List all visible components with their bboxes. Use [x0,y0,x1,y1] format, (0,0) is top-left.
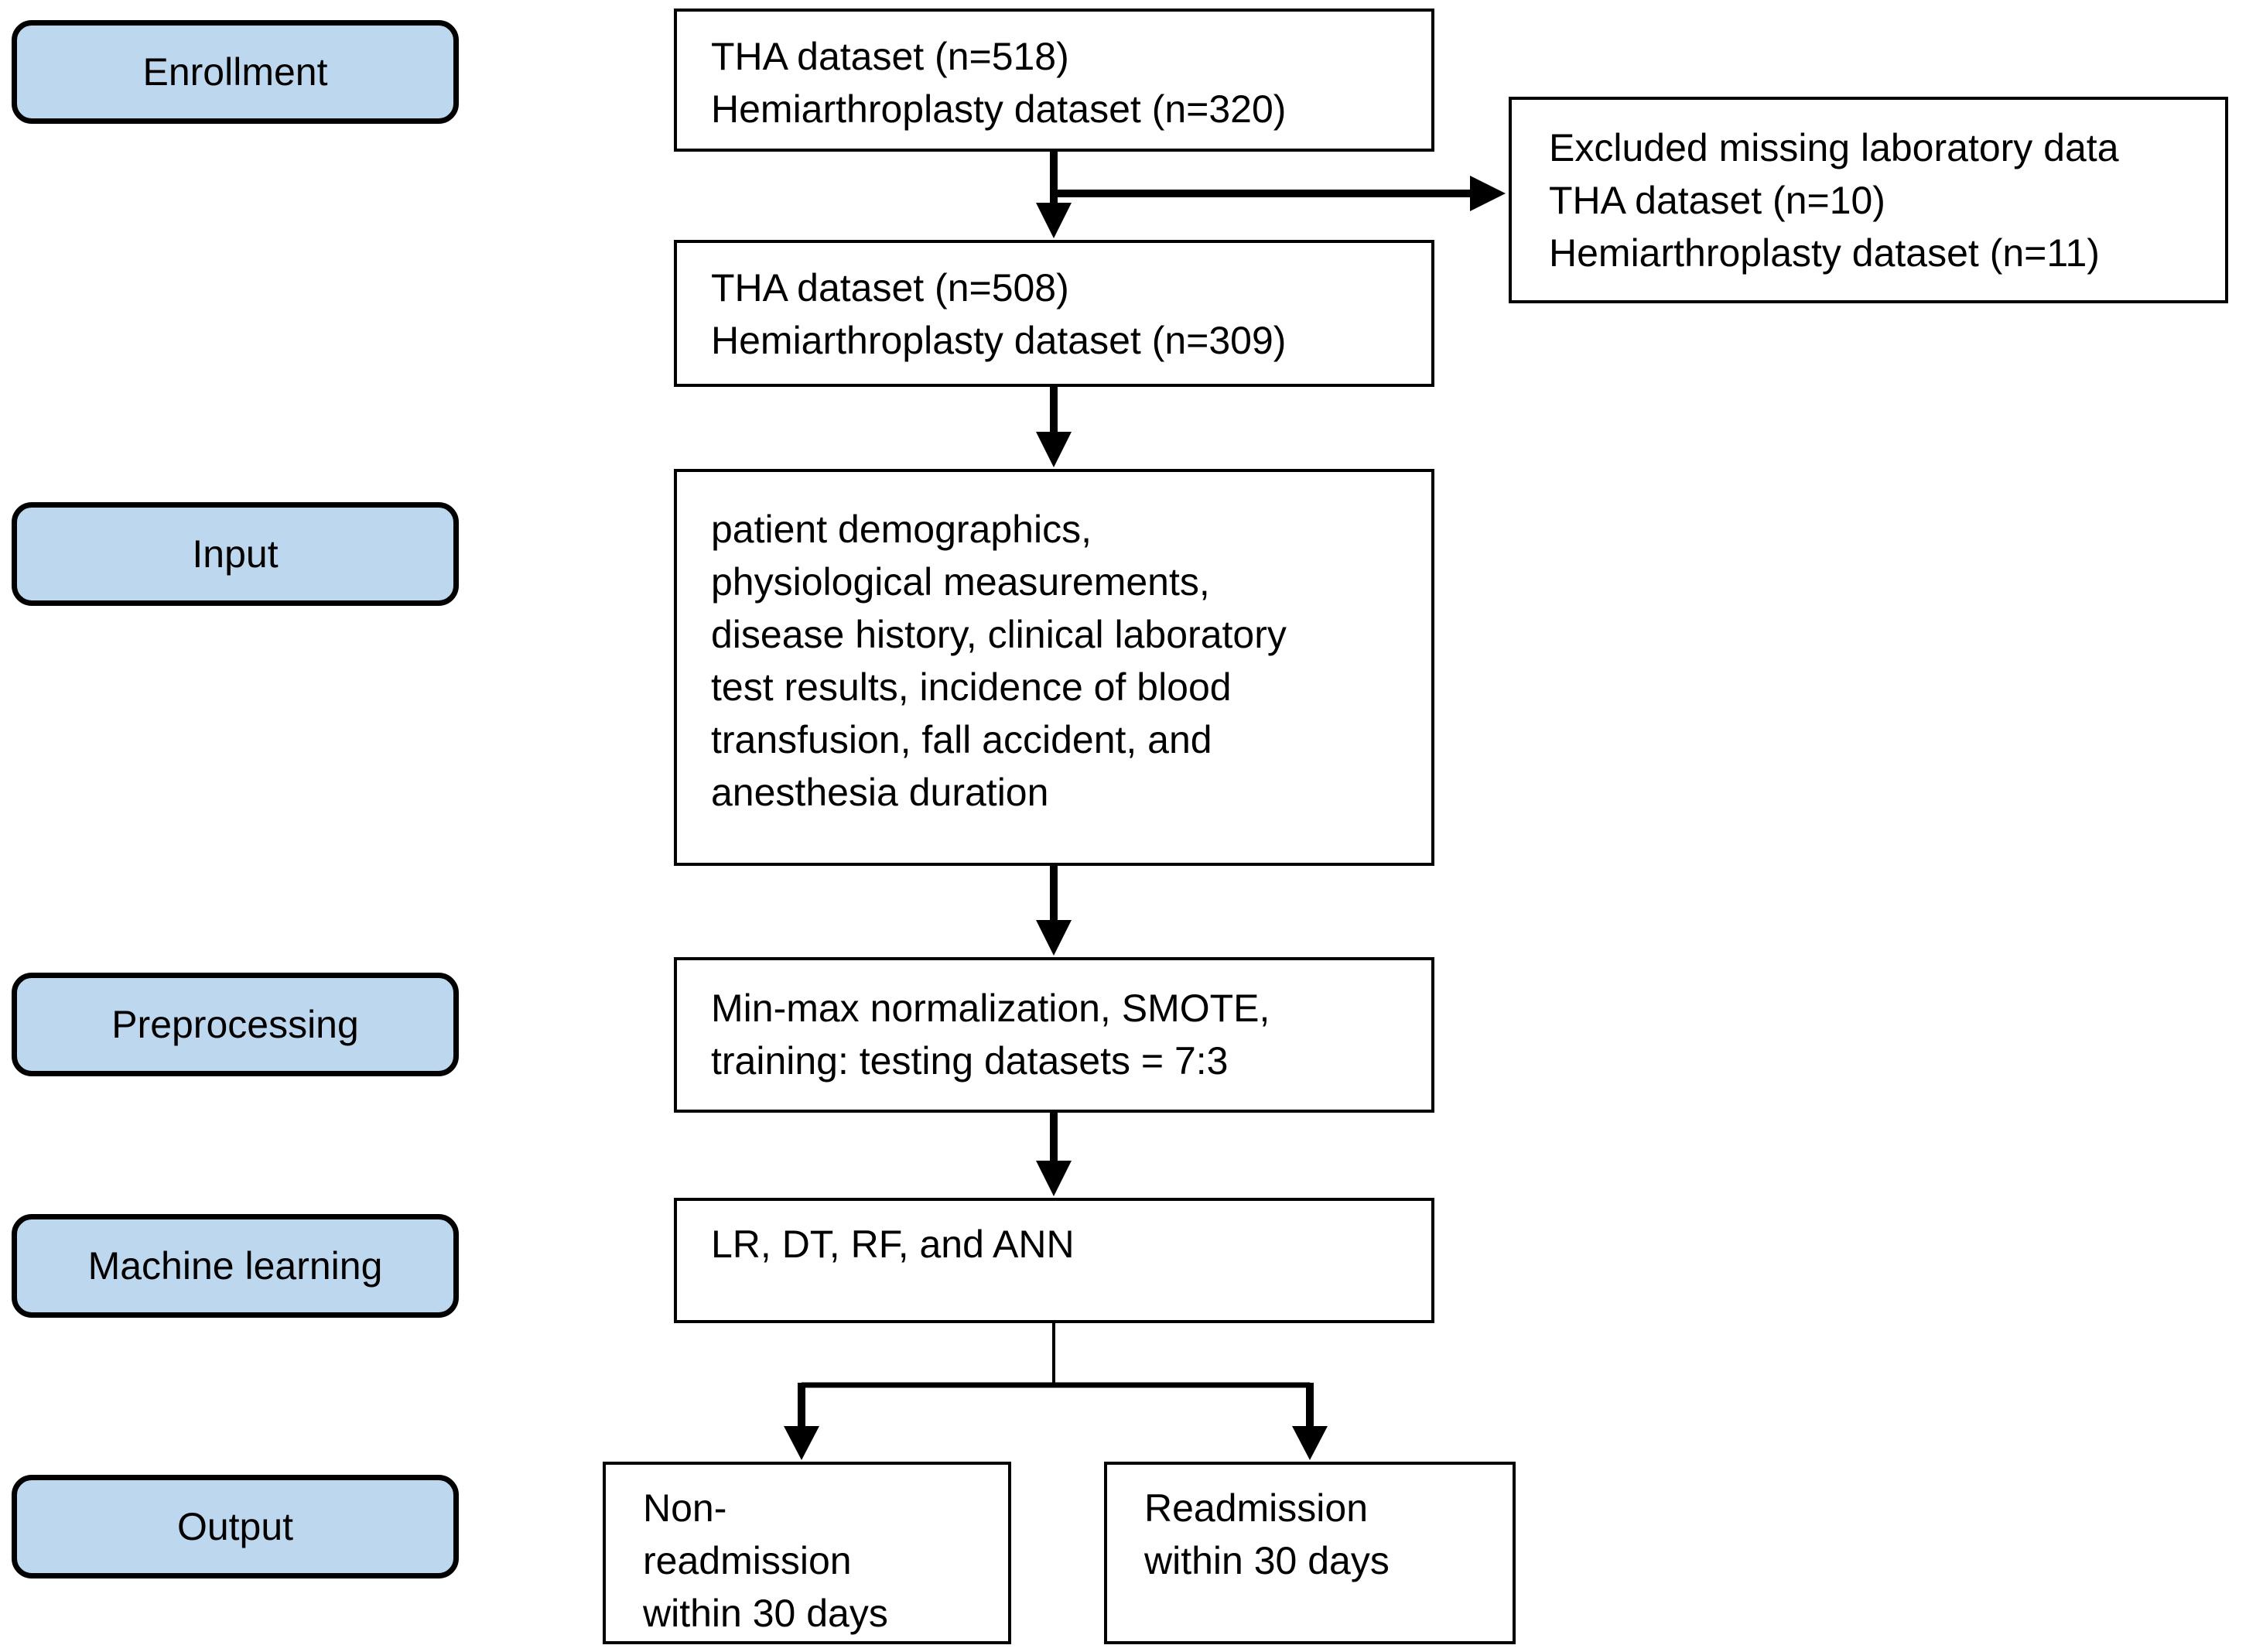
box-outcome-readmission: Readmission within 30 days [1104,1462,1516,1644]
arrow-filtered-to-input [1036,387,1072,467]
preprocessing-line: training: testing datasets = 7:3 [711,1039,1229,1083]
input-features-line: patient demographics, [711,508,1092,551]
input-features-line: anesthesia duration [711,771,1049,814]
stage-preprocessing-label: Preprocessing [111,1003,359,1046]
stage-preprocessing: Preprocessing [12,973,459,1076]
stage-output: Output [12,1475,459,1578]
stage-output-label: Output [176,1505,294,1548]
arrow-to-readmission [1292,1383,1328,1460]
input-features-line: physiological measurements, [711,560,1210,604]
excluded-line: Hemiarthroplasty dataset (n=11) [1549,231,2100,275]
excluded-line: THA dataset (n=10) [1549,179,1885,222]
outcome-readmission-line: Readmission [1144,1486,1369,1530]
arrow-branch-to-excluded [1054,176,1506,211]
stage-enrollment: Enrollment [12,20,459,124]
box-input-features: patient demographics, physiological meas… [674,469,1434,866]
dataset-initial-line: THA dataset (n=518) [711,35,1069,78]
box-preprocessing-steps: Min-max normalization, SMOTE, training: … [674,957,1434,1113]
box-outcome-non-readmission: Non- readmission within 30 days [603,1462,1011,1644]
arrow-initial-to-filtered [1036,152,1072,238]
stage-input: Input [12,502,459,606]
preprocessing-line: Min-max normalization, SMOTE, [711,987,1270,1030]
box-dataset-initial: THA dataset (n=518) Hemiarthroplasty dat… [674,9,1434,152]
stage-machine-learning: Machine learning [12,1214,459,1318]
outcome-readmission-line: within 30 days [1144,1539,1390,1582]
box-models: LR, DT, RF, and ANN [674,1198,1434,1323]
arrow-input-to-preprocessing [1036,866,1072,956]
input-features-line: test results, incidence of blood [711,665,1232,709]
input-features-line: transfusion, fall accident, and [711,718,1212,761]
outcome-non-readmission-line: readmission [643,1539,852,1582]
input-features-line: disease history, clinical laboratory [711,613,1287,656]
stage-input-label: Input [192,532,279,576]
connector-ml-split [802,1323,1310,1388]
outcome-non-readmission-line: within 30 days [643,1592,888,1635]
models-line: LR, DT, RF, and ANN [711,1223,1075,1266]
arrow-to-non-readmission [784,1383,819,1460]
stage-machine-learning-label: Machine learning [87,1244,383,1288]
box-excluded: Excluded missing laboratory data THA dat… [1509,97,2228,303]
dataset-filtered-line: Hemiarthroplasty dataset (n=309) [711,319,1287,362]
arrow-preprocessing-to-ml [1036,1113,1072,1196]
stage-enrollment-label: Enrollment [142,50,328,94]
box-dataset-filtered: THA dataset (n=508) Hemiarthroplasty dat… [674,240,1434,387]
dataset-filtered-line: THA dataset (n=508) [711,266,1069,310]
dataset-initial-line: Hemiarthroplasty dataset (n=320) [711,87,1287,131]
excluded-line: Excluded missing laboratory data [1549,126,2119,169]
outcome-non-readmission-line: Non- [643,1486,727,1530]
